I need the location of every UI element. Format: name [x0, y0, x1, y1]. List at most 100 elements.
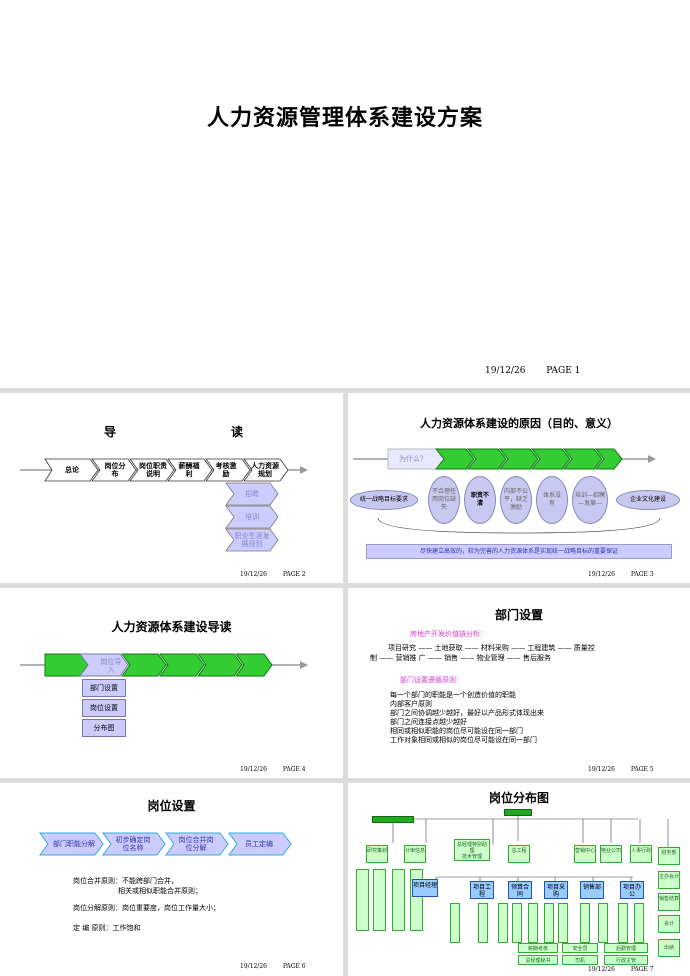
project-box: 预算合同	[508, 881, 532, 899]
principle: 内部客户原则	[390, 700, 432, 708]
dept-box: 计审信息	[404, 845, 426, 863]
middle-oval: 体系没有	[536, 476, 568, 524]
project-box: 项目办公	[620, 881, 644, 899]
slide-7-footer: 19/12/26 PAGE 7	[588, 966, 654, 973]
middle-oval: 职责不清	[464, 476, 496, 524]
middle-oval: 内部不公平，缺乏激励	[500, 476, 532, 524]
staff-column	[634, 903, 644, 943]
middle-oval: 不合理任用岗位缺失	[428, 476, 460, 524]
slide-6-footer: 19/12/26 PAGE 6	[240, 963, 306, 970]
chevron-label: 薪酬福利	[178, 461, 200, 478]
slide-1-footer: 19/12/26 PAGE 1	[485, 366, 580, 376]
slide-6: 岗位设置 部门职能分解 初步确定岗位名称 岗位合并岗位分解 员工定编 岗位合并原…	[0, 783, 343, 976]
slide-4-footer: 19/12/26 PAGE 4	[240, 766, 306, 773]
dept-box: 财务部	[658, 847, 680, 865]
staff-column	[512, 903, 522, 943]
chevron-label: 总论	[65, 465, 79, 474]
slide-5: 部门设置 房地产开发价值链分析： 项目研究 —— 土地获取 —— 材料采购 ——…	[348, 588, 690, 778]
slide-page: PAGE 6	[282, 963, 306, 970]
section2-heading: 部门设置遵循原则：	[400, 676, 463, 684]
slide-6-chevron-flow	[39, 832, 292, 856]
top-bar-center	[504, 809, 532, 816]
staff-column	[598, 903, 608, 943]
principle: 相同或相似职能的岗位尽可能设在同一部门	[390, 727, 523, 735]
sub-item-label: 招聘	[245, 490, 259, 498]
principle: 每一个部门的职能是一个创造价值的职能	[390, 691, 516, 699]
staff-column	[450, 903, 460, 943]
chevron-label: 部门职能分解	[53, 840, 95, 848]
bottom-item: 后勤管理	[604, 943, 648, 953]
chevron-label: 岗位分布	[104, 461, 126, 478]
dept-box: 营销中心	[574, 845, 596, 863]
principle: 部门之间连接点越少越好	[390, 718, 467, 726]
bottom-item: 司机	[562, 955, 598, 965]
slide-2-title-right: 读	[230, 425, 243, 439]
principle: 部门之间协调越少越好，最好以产品形式体现出来	[390, 709, 544, 717]
finance-item: 会计	[658, 915, 680, 933]
staff-column	[478, 903, 488, 943]
section1-line1: 项目研究 —— 土地获取 —— 材料采购 —— 工程建筑 —— 质量控	[388, 644, 595, 652]
separator	[0, 388, 690, 393]
finance-item: 出纳	[658, 939, 680, 957]
separator	[343, 393, 348, 583]
staff-column	[580, 903, 590, 943]
slide-2-footer: 19/12/26 PAGE 2	[240, 571, 306, 578]
side-item: 岗位设置	[82, 699, 126, 717]
separator	[343, 783, 348, 976]
merge-principle: 岗位合并原则：不能跨部门合并，	[73, 877, 178, 885]
chevron-label: 考核激励	[215, 461, 237, 478]
side-item: 分布图	[82, 719, 126, 737]
first-chevron-label: 岗位导入	[100, 658, 122, 674]
staff-column	[498, 903, 508, 943]
slide-page: PAGE 1	[546, 366, 581, 376]
slide-date: 19/12/26	[240, 571, 267, 578]
bottom-item: 行政主管	[604, 955, 648, 965]
separator	[0, 778, 690, 783]
staff-column	[544, 903, 554, 943]
project-box: 项目工程	[470, 881, 494, 899]
slide-date: 19/12/26	[240, 766, 267, 773]
dept-column	[392, 869, 405, 931]
slide-6-title: 岗位设置	[147, 799, 196, 813]
side-item: 部门设置	[82, 679, 126, 697]
slide-7-title: 岗位分布图	[488, 791, 549, 805]
slide-4-arrow-flow	[20, 653, 308, 677]
dept-box: 研究策划	[366, 845, 388, 863]
slide-date: 19/12/26	[240, 963, 267, 970]
top-group-box: 总经理特别助理 技术管理	[454, 839, 490, 861]
slide-1: 人力资源管理体系建设方案 19/12/26 PAGE 1	[0, 0, 690, 388]
dept-box: 人事行政	[630, 845, 652, 863]
slide-date: 19/12/26	[588, 966, 615, 973]
slide-2-title-left: 导	[103, 425, 116, 439]
slide-3-title: 人力资源体系建设的原因（目的、意义）	[420, 417, 618, 430]
slide-page: PAGE 7	[630, 966, 654, 973]
slide-date: 19/12/26	[588, 766, 615, 773]
slide-1-title: 人力资源管理体系建设方案	[206, 105, 483, 131]
slide-5-footer: 19/12/26 PAGE 5	[588, 766, 654, 773]
project-box: 项目采购	[544, 881, 568, 899]
slide-3-arrow-flow	[353, 448, 661, 534]
arrow-label: 为什么？	[399, 455, 427, 463]
bottom-item: 安全员	[562, 943, 598, 953]
chevron-label: 员工定编	[245, 840, 273, 848]
slide-2-chevron-flow	[20, 458, 308, 552]
left-oval: 统一战略目标要求	[350, 490, 418, 510]
slide-5-title: 部门设置	[494, 608, 543, 622]
right-oval: 企业文化建设	[616, 490, 680, 510]
slide-date: 19/12/26	[485, 366, 526, 376]
finance-item: 主办会计	[658, 871, 680, 889]
slide-3-footer: 19/12/26 PAGE 3	[588, 571, 654, 578]
slide-4-title: 人力资源体系建设导读	[111, 620, 232, 634]
middle-oval: 培训—招聘—发展—	[572, 476, 608, 524]
project-box: 项目经理	[412, 879, 438, 897]
slide-page: PAGE 5	[630, 766, 654, 773]
slide-page: PAGE 2	[282, 571, 306, 578]
bottom-item: 总经理秘书	[518, 955, 558, 965]
chevron-label: 岗位合并岗位分解	[178, 836, 214, 852]
slide-page: PAGE 3	[630, 571, 654, 578]
dept-column	[373, 869, 386, 931]
staffing-principle: 定 编 原则：工作饱和	[73, 924, 141, 932]
separator	[343, 588, 348, 778]
slide-3: 人力资源体系建设的原因（目的、意义） 为什么？ 统一战略目标要求 不合理任用岗位…	[348, 393, 690, 583]
top-bar	[372, 816, 414, 823]
